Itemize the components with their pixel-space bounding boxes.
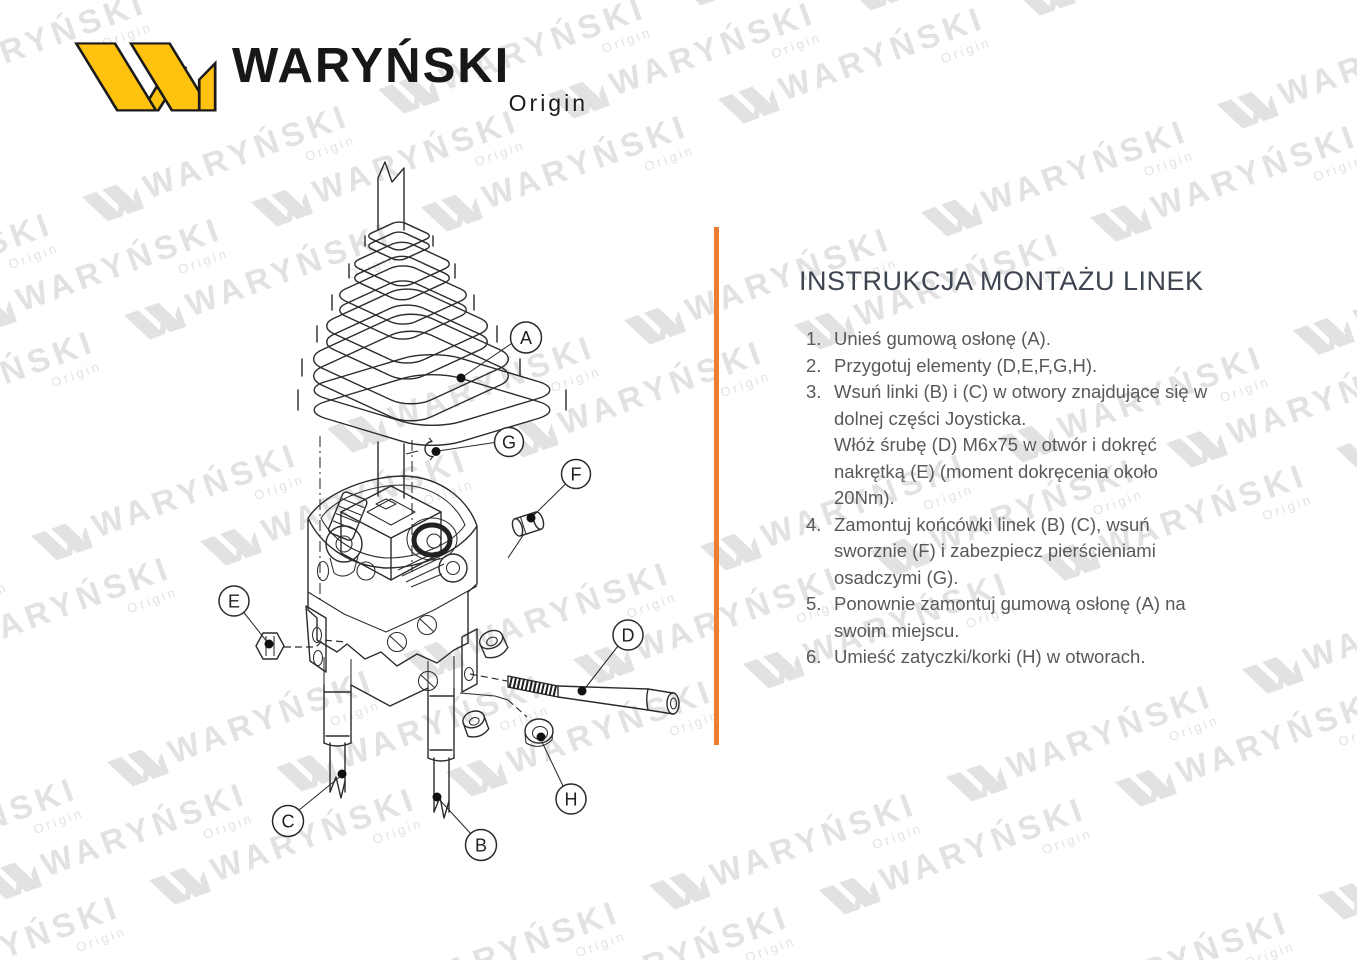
brand-subtitle: Origin [508,90,588,116]
joystick-shaft [377,161,405,499]
bolt-m6x75 [469,673,680,715]
cable-right [427,687,455,819]
callout-g: G [431,426,525,458]
plug-h [459,692,554,747]
callout-b: B [432,792,498,862]
plug-lower [462,710,490,738]
callout-d: D [577,619,644,696]
instructions-panel: INSTRUKCJA MONTAŻU LINEK 1. Unieś gumową… [799,266,1269,667]
instruction-step: 3. Wsuń linki (B) i (C) w otwory znajduj… [806,381,1208,508]
svg-text:E: E [228,592,240,612]
rubber-boot [297,220,567,450]
svg-text:B: B [475,836,487,856]
joystick-assembly-diagram: A G F E D C B H [218,161,680,862]
hidden-lines [319,436,413,604]
svg-text:G: G [502,433,516,453]
callout-c: C [271,769,347,838]
callout-a: A [456,321,543,383]
brand-mark-icon [74,42,217,112]
watermark-band: WARYŃSKIOriginWARYŃSKIOriginWARYŃSKIOrig… [0,567,1357,960]
callout-e: E [218,585,274,649]
svg-text:A: A [520,328,532,348]
instruction-step: 2. Przygotuj elementy (D,E,F,G,H). [806,354,1098,376]
circlip [405,437,434,461]
instruction-step: 4. Zamontuj końcówki linek (B) (C), wsuń… [806,513,1156,588]
joystick-body [305,475,478,707]
callout-f: F [526,458,592,523]
svg-text:C: C [282,812,295,832]
pin [507,511,545,559]
section-divider [714,227,719,745]
callout-h: H [536,732,587,815]
cable-left [323,684,352,799]
instruction-step: 1. Unieś gumową osłonę (A). [806,328,1051,349]
svg-text:H: H [565,790,578,810]
instruction-steps: 1. Unieś gumową osłonę (A). 2. Przygotuj… [806,326,1266,671]
instruction-step: 5. Ponownie zamontuj gumową osłonę (A) n… [806,593,1186,641]
instruction-step: 6. Umieść zatyczki/korki (H) w otworach. [806,646,1146,667]
brand-name: WARYŃSKI [232,39,511,93]
svg-text:D: D [622,626,635,646]
plug-top [478,629,509,659]
svg-text:F: F [571,465,582,485]
page-title: INSTRUKCJA MONTAŻU LINEK [799,266,1204,296]
brand-logo: WARYŃSKI Origin [74,36,594,116]
